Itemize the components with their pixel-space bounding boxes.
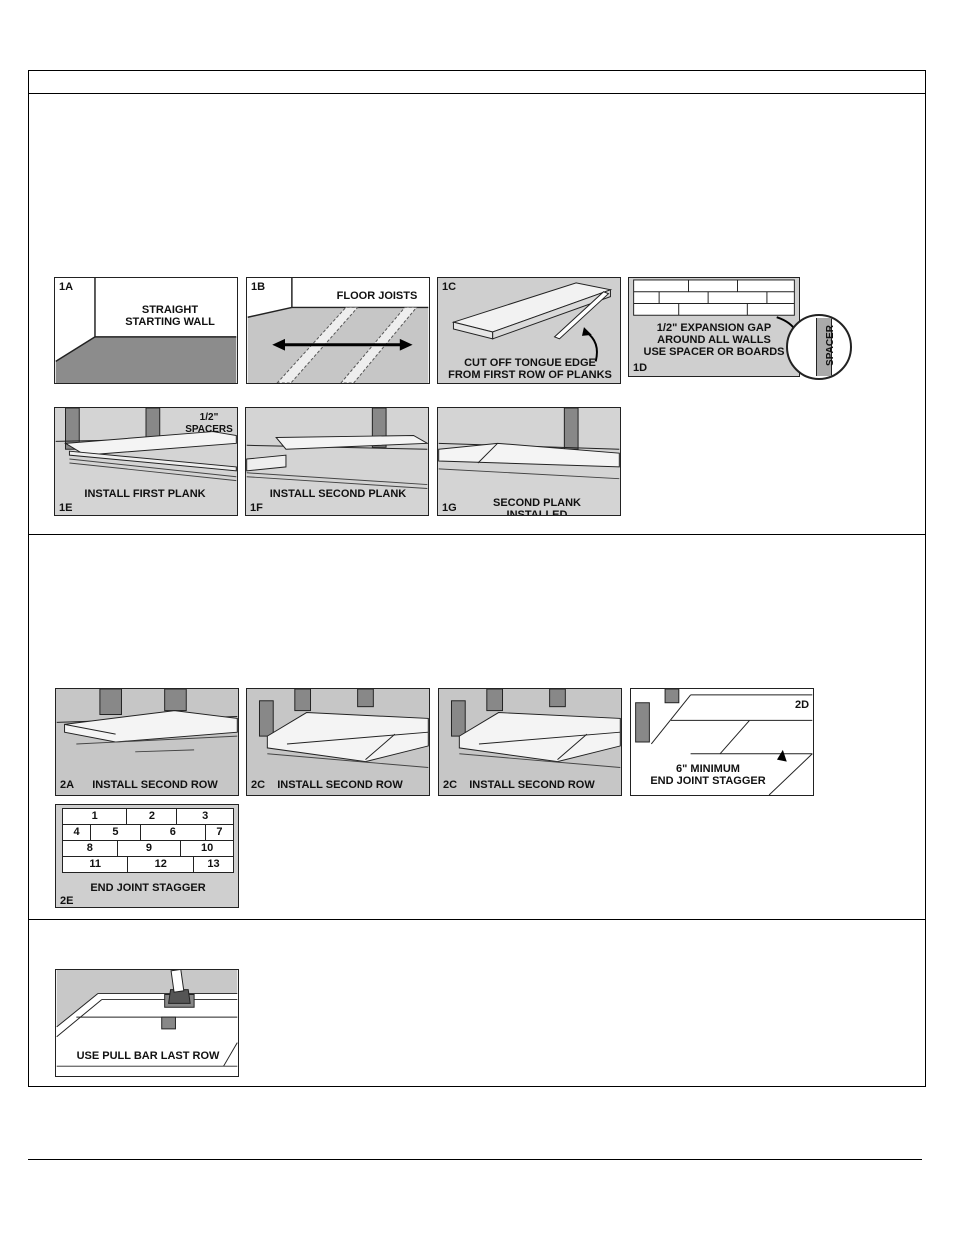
instruction-frame — [28, 70, 926, 1087]
stagger-cell: 7 — [216, 826, 223, 838]
stagger-cell: 8 — [63, 841, 118, 856]
panel-caption: END JOINT STAGGER — [90, 882, 206, 894]
panel-1d: 1D 1/2" EXPANSION GAP AROUND ALL WALLS U… — [628, 277, 800, 377]
panel-caption: INSTALL FIRST PLANK — [84, 488, 206, 500]
stagger-cell: 11 — [63, 857, 129, 872]
panel-caption: 1/2" EXPANSION GAP AROUND ALL WALLS USE … — [643, 322, 785, 358]
panel-1f: 1F INSTALL SECOND PLANK — [245, 407, 429, 516]
joint-stagger-illustration — [635, 689, 813, 795]
panel-2e: 1 2 3 4 5 6 7 8 9 10 11 12 13 END JOINT … — [55, 804, 239, 908]
header-divider — [29, 93, 925, 94]
panel-caption: INSTALL SECOND ROW — [92, 779, 218, 791]
panel-tag: 2A — [60, 779, 75, 791]
panel-caption: INSTALL SECOND ROW — [277, 779, 403, 791]
expansion-gap-illustration — [633, 279, 798, 333]
panel-1c: 1C CUT OFF TONGUE EDGE FROM FIRST ROW OF… — [437, 277, 621, 384]
panel-1g: 1G SECOND PLANK INSTALLED — [437, 407, 621, 516]
panel-tag: 1B — [251, 281, 266, 293]
panel-tag: 1F — [250, 502, 263, 514]
spacers-note: 1/2" SPACERS — [185, 412, 233, 435]
second-row-illustration — [450, 689, 621, 769]
panel-3: USE PULL BAR LAST ROW — [55, 969, 239, 1077]
panel-tag: 1D — [633, 362, 648, 374]
stagger-grid: 1 2 3 4 5 6 7 8 9 10 11 12 13 — [62, 808, 234, 873]
stagger-cell: 6 — [141, 825, 206, 840]
panel-2a: 2A INSTALL SECOND ROW — [55, 688, 239, 796]
second-row-illustration — [258, 689, 429, 769]
stagger-cell: 10 — [200, 842, 214, 854]
panel-caption: STRAIGHT STARTING WALL — [125, 304, 215, 328]
panel-tag: 2D — [795, 699, 810, 711]
spacer-callout: SPACER — [786, 314, 852, 380]
panel-caption: INSTALL SECOND ROW — [469, 779, 595, 791]
stagger-cell: 13 — [207, 858, 220, 870]
first-plank-illustration — [55, 408, 237, 482]
footer-rule — [28, 1159, 922, 1160]
panel-tag: 2C — [443, 779, 458, 791]
plank-installed-illustration — [438, 408, 620, 480]
panel-2c-first: 2C INSTALL SECOND ROW — [246, 688, 430, 796]
second-plank-illustration — [246, 408, 428, 489]
second-row-illustration — [56, 689, 238, 753]
stagger-cell: 4 — [63, 825, 92, 840]
panel-tag: 1A — [59, 281, 74, 293]
panel-1a: 1A STRAIGHT STARTING WALL — [54, 277, 238, 384]
panel-2d: 2D 6" MINIMUM END JOINT STAGGER — [630, 688, 814, 796]
panel-tag: 2E — [60, 895, 74, 907]
panel-1b: 1B FLOOR JOISTS — [246, 277, 430, 384]
section-divider-2 — [29, 919, 925, 920]
panel-caption: SECOND PLANK INSTALLED — [492, 497, 581, 516]
panel-1e: 1E INSTALL FIRST PLANK 1/2" SPACERS — [54, 407, 238, 516]
panel-caption: INSTALL SECOND PLANK — [269, 488, 407, 500]
stagger-cell: 9 — [118, 841, 182, 856]
stagger-cell: 1 — [63, 809, 128, 824]
spacer-label: SPACER — [824, 325, 836, 366]
pull-bar-illustration — [56, 970, 238, 1067]
straight-wall-illustration — [55, 278, 237, 383]
panel-2c-second: 2C INSTALL SECOND ROW — [438, 688, 622, 796]
panel-caption: USE PULL BAR LAST ROW — [76, 1050, 220, 1062]
panel-tag: 1G — [442, 502, 457, 514]
floor-joists-illustration — [247, 278, 429, 383]
panel-caption: CUT OFF TONGUE EDGE FROM FIRST ROW OF PL… — [448, 357, 612, 381]
section-divider-1 — [29, 534, 925, 535]
panel-tag: 1E — [59, 502, 73, 514]
stagger-cell: 2 — [127, 809, 178, 824]
cut-tongue-illustration — [451, 282, 613, 362]
stagger-cell: 3 — [202, 810, 209, 822]
stagger-cell: 12 — [128, 857, 194, 872]
panel-caption: 6" MINIMUM END JOINT STAGGER — [650, 763, 766, 787]
panel-tag: 1C — [442, 281, 457, 293]
stagger-cell: 5 — [91, 825, 141, 840]
panel-caption: FLOOR JOISTS — [336, 290, 418, 302]
panel-tag: 2C — [251, 779, 266, 791]
